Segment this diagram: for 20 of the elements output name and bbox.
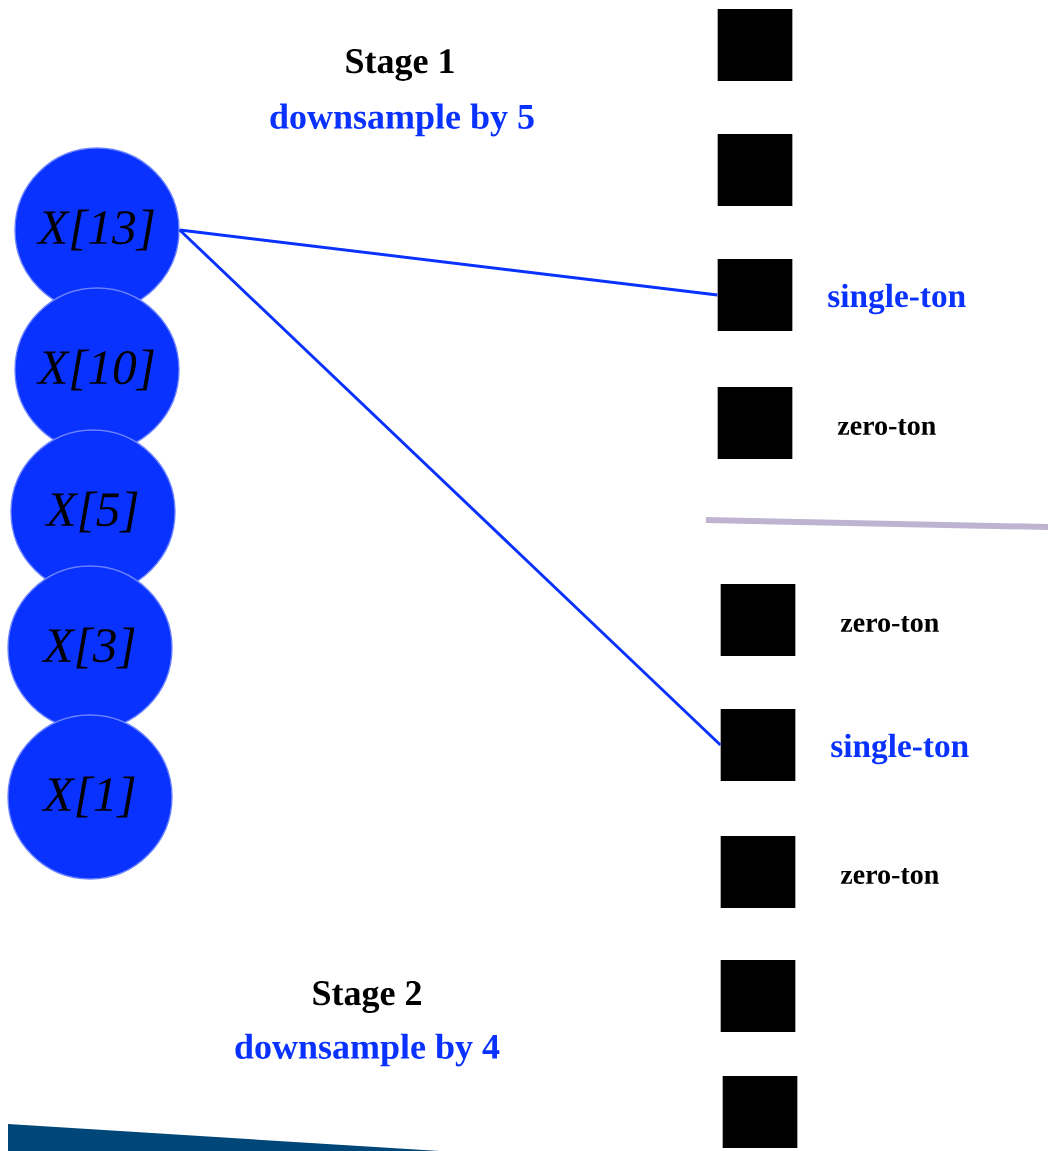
bin-square	[717, 134, 793, 206]
bin-label: zero-ton	[840, 868, 939, 885]
bin-square	[717, 259, 793, 331]
bin-square	[720, 960, 796, 1032]
bin-square	[717, 9, 793, 81]
stage-label: Stage 1	[346, 49, 454, 81]
bin-label: zero-ton	[840, 616, 939, 632]
connector-line	[179, 228, 718, 297]
bin-square	[720, 836, 796, 908]
connector-line	[178, 228, 722, 747]
bin-label: zero-ton	[837, 419, 936, 435]
bin-square	[720, 584, 796, 656]
stage-label: Stage 2	[313, 981, 421, 1013]
bin-square	[722, 1076, 798, 1148]
bin-label: single-ton	[828, 283, 966, 315]
stage-label: downsample by 5	[270, 103, 534, 137]
bin-square	[720, 709, 796, 781]
bin-label: single-ton	[831, 733, 969, 765]
bin-square	[717, 387, 793, 459]
stage-label: downsample by 4	[235, 1033, 500, 1067]
